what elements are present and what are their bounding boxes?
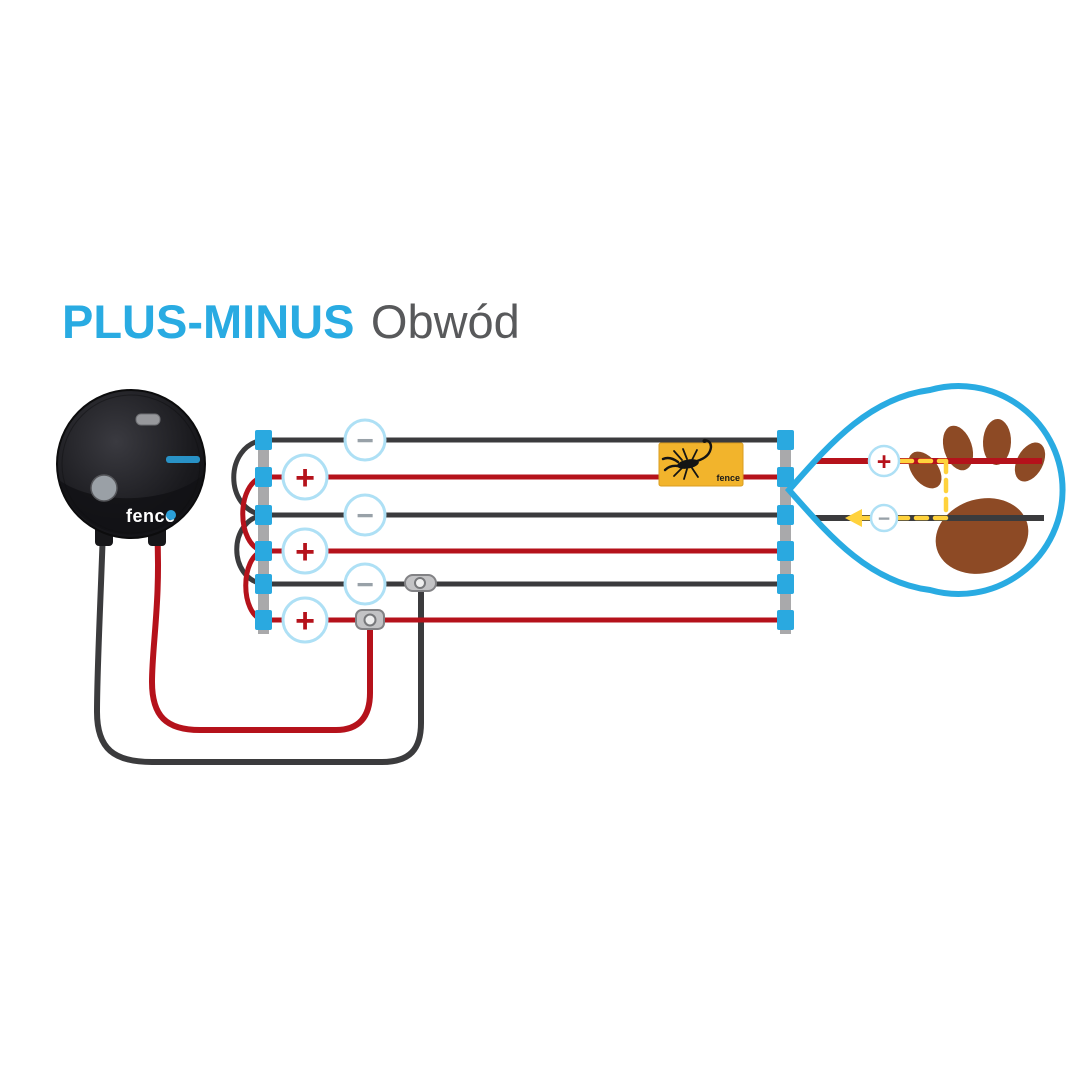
page-title: PLUS-MINUS Obwód <box>62 295 520 348</box>
badge-circle <box>281 596 329 644</box>
wire-connector-minus <box>404 574 437 592</box>
insulators-right <box>777 430 794 630</box>
badge-circle <box>867 444 901 478</box>
loop-minus-1-3 <box>231 437 264 518</box>
insulator <box>255 574 272 594</box>
plus-label: + <box>295 602 315 640</box>
badge-minus-5: − <box>343 562 387 606</box>
plus-label: + <box>295 533 315 571</box>
plus-label: + <box>295 459 315 497</box>
sign-brand-label: fence <box>716 473 740 483</box>
title-highlight: PLUS-MINUS <box>62 295 354 348</box>
device-edge-ring <box>61 394 201 534</box>
insulator <box>777 610 794 630</box>
insulator <box>255 541 272 561</box>
plus-label: + <box>877 448 892 476</box>
paw-toe <box>982 419 1012 465</box>
title-rest: Obwód <box>371 295 520 348</box>
insulators-left <box>255 430 272 630</box>
loop-minus-3-5 <box>234 512 264 587</box>
warning-sign: fence <box>658 438 744 487</box>
badge-plus-2: + <box>281 453 329 501</box>
energizer-device: fence <box>56 389 206 546</box>
insulator <box>255 505 272 525</box>
badge-plus-6: + <box>281 596 329 644</box>
connector-ring <box>363 613 377 627</box>
current-arrow-icon <box>845 509 862 527</box>
hanger-slot <box>135 413 161 426</box>
post-right <box>780 430 791 634</box>
badge-circle <box>343 418 387 462</box>
scorpion-icon <box>661 438 713 480</box>
insulator <box>777 430 794 450</box>
zoom-badge-minus: − <box>869 503 899 533</box>
energizer-minus-cable <box>93 527 424 765</box>
insulator <box>255 467 272 487</box>
post-left <box>258 430 269 634</box>
magnifier-teardrop: + − <box>784 383 1066 597</box>
wire-connector-plus <box>355 609 385 630</box>
minus-label: − <box>356 425 374 458</box>
energizer-plus-cable <box>148 525 373 733</box>
badge-minus-3: − <box>343 493 387 537</box>
connector-ring <box>414 577 426 589</box>
badge-circle <box>281 527 329 575</box>
insulator <box>777 574 794 594</box>
badge-circle <box>343 562 387 606</box>
device-lower-face <box>59 475 203 535</box>
device-model-mark <box>166 456 200 463</box>
insulator <box>255 610 272 630</box>
badge-plus-4: + <box>281 527 329 575</box>
current-flow-path <box>845 458 949 527</box>
badge-circle <box>869 503 899 533</box>
badge-minus-1: − <box>343 418 387 462</box>
teardrop-fill <box>789 386 1063 594</box>
sign-plate <box>658 442 744 487</box>
teardrop-outline <box>784 383 1066 597</box>
insulator <box>255 430 272 450</box>
brand-dot-icon <box>166 510 176 520</box>
badge-circle <box>343 493 387 537</box>
insulator <box>777 467 794 487</box>
zoom-badge-plus: + <box>867 444 901 478</box>
brand-label: fence <box>126 506 176 526</box>
device-knob <box>90 474 118 502</box>
minus-label: − <box>356 569 374 602</box>
insulator <box>777 541 794 561</box>
minus-label: − <box>356 500 374 533</box>
insulator <box>777 505 794 525</box>
badge-circle <box>281 453 329 501</box>
minus-label: − <box>878 508 890 531</box>
